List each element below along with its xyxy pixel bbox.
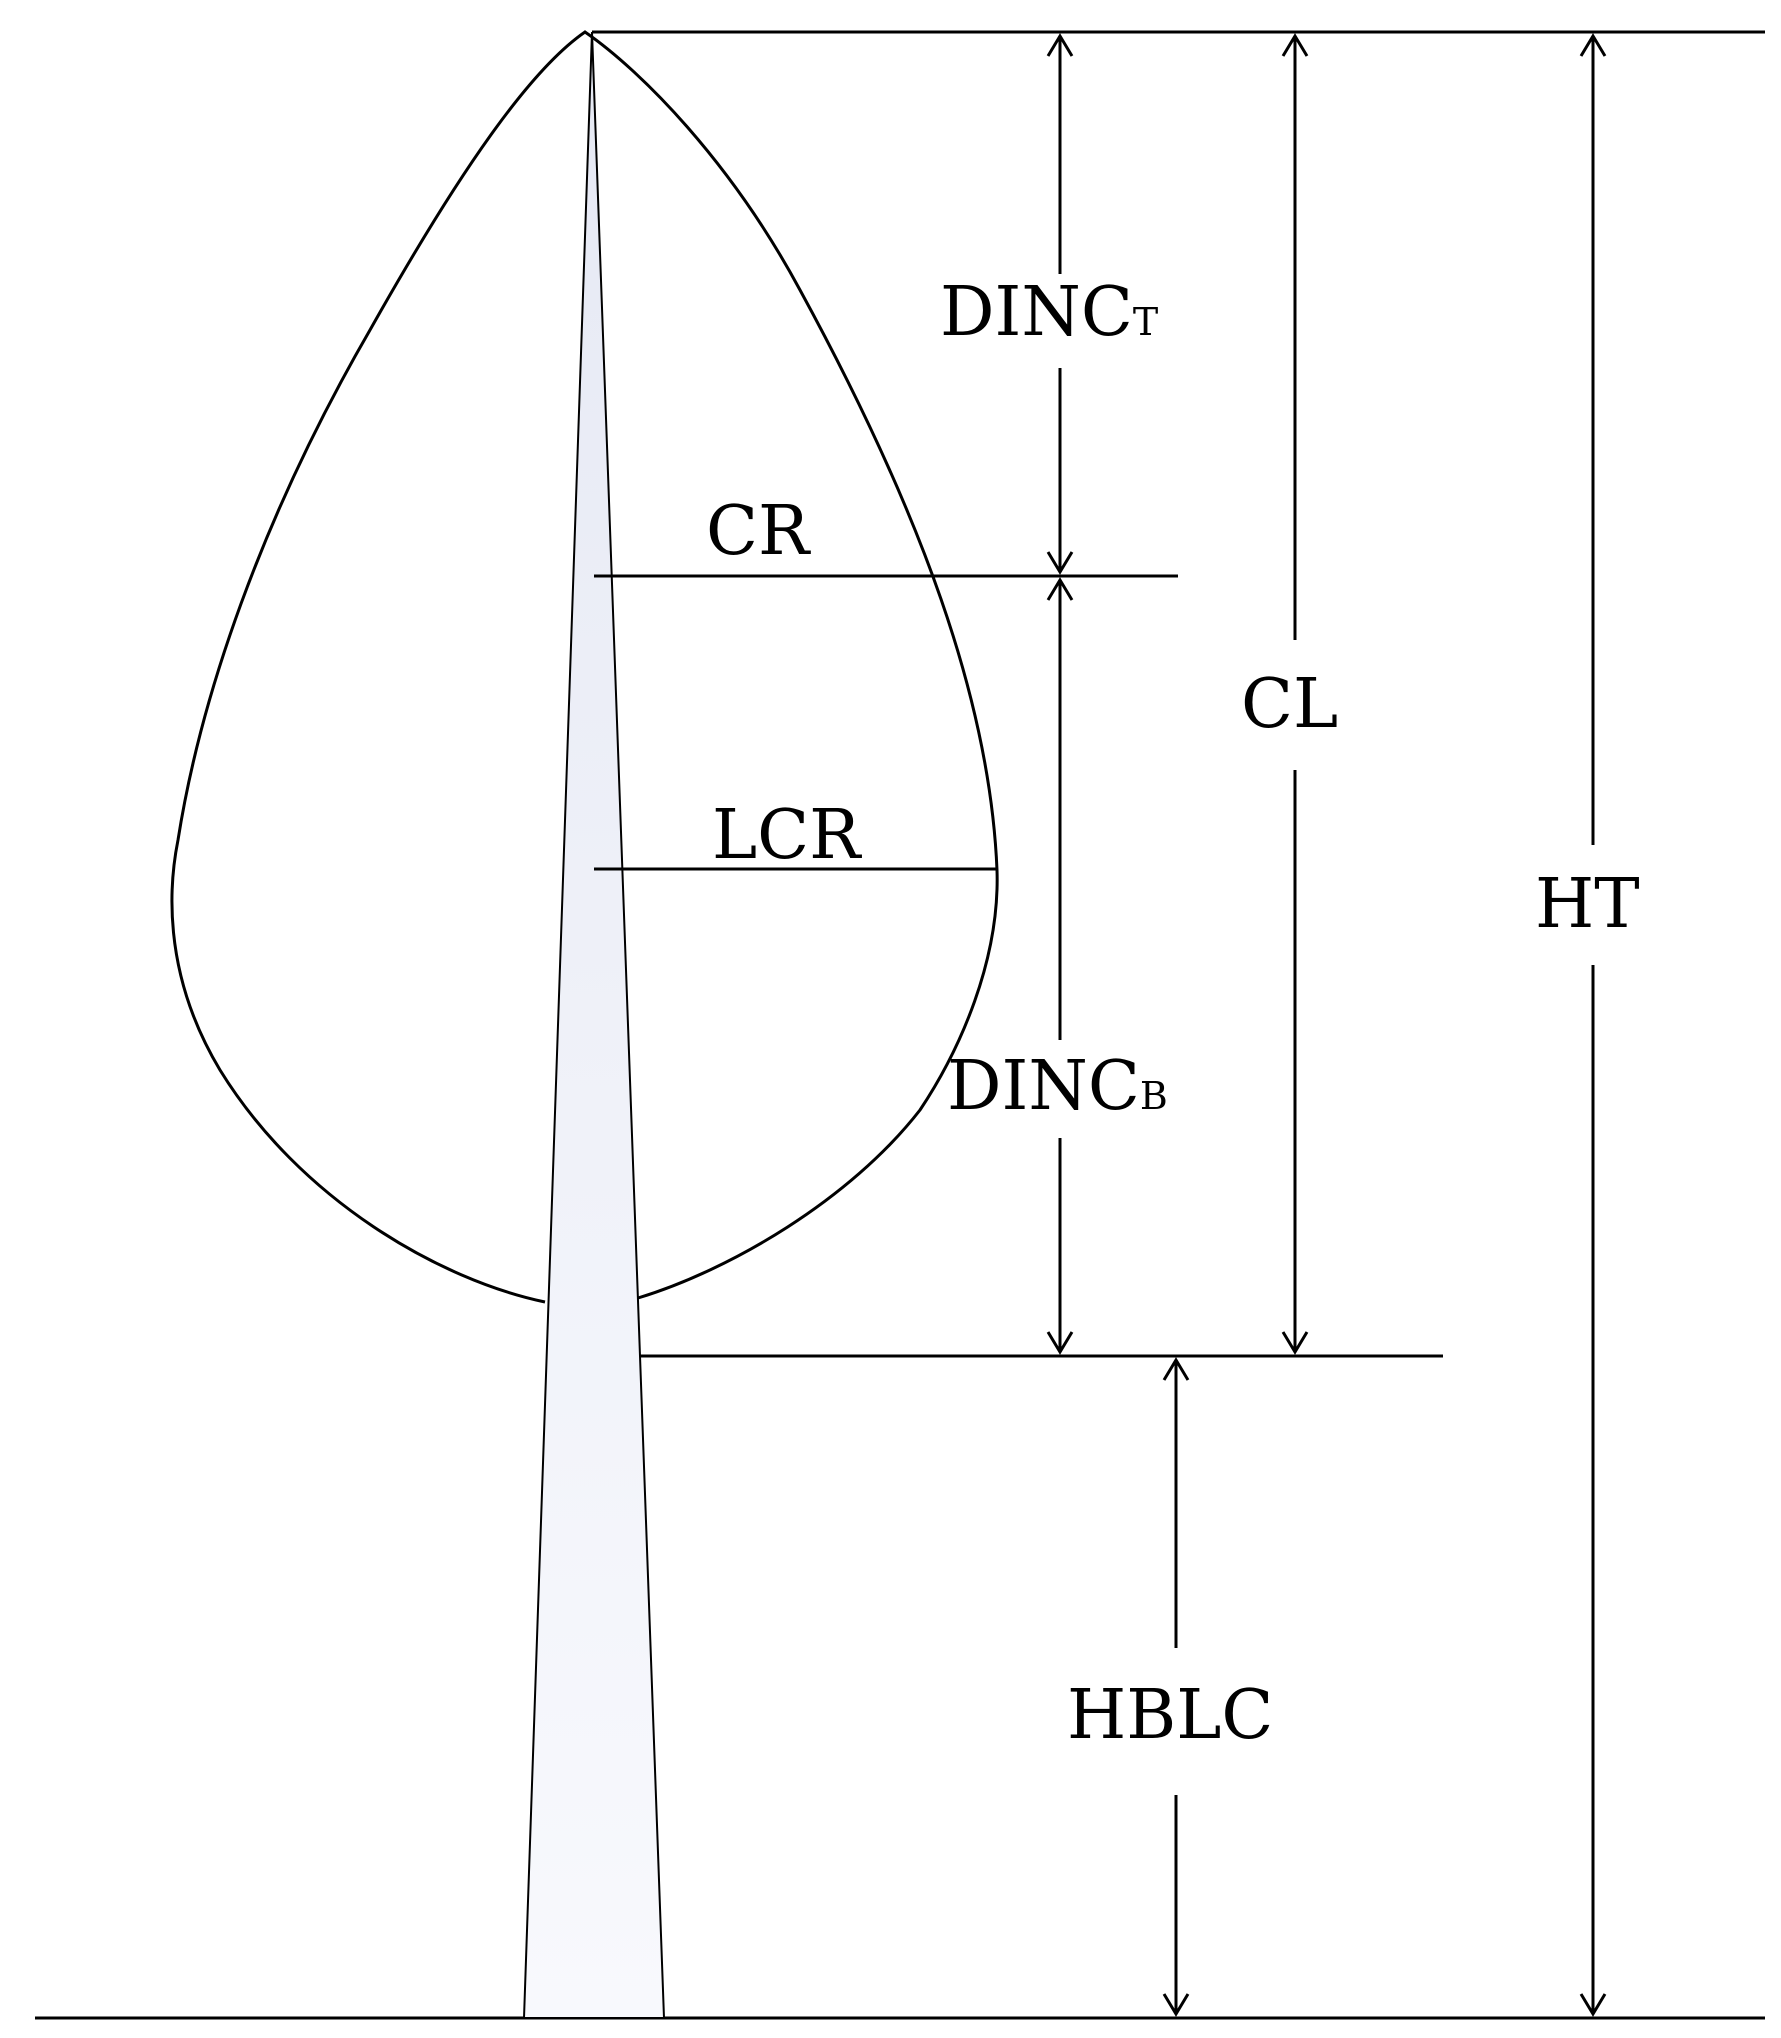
dinc-top-dimension: [1046, 33, 1074, 575]
tree-trunk: [522, 31, 666, 2019]
dinc-bottom-label: DINCB: [947, 1047, 1168, 1126]
cr-label: CR: [706, 492, 811, 571]
cl-label: CL: [1241, 665, 1338, 744]
dinc-bottom-dimension: [1046, 577, 1074, 1355]
hblc-label: HBLC: [1067, 1676, 1273, 1755]
crown-outline: [170, 30, 999, 1304]
dinc-top-label-main: DINC: [940, 273, 1133, 352]
ht-dimension: [1579, 33, 1607, 2017]
dinc-bottom-label-sub: B: [1140, 1074, 1168, 1118]
hblc-dimension: [1162, 1357, 1190, 2017]
ht-label: HT: [1535, 865, 1640, 944]
lcr-label: LCR: [712, 796, 862, 875]
cl-dimension: [1281, 33, 1309, 1355]
dinc-top-label-sub: T: [1133, 300, 1158, 344]
dinc-top-label: DINCT: [940, 273, 1158, 352]
dinc-bottom-label-main: DINC: [947, 1047, 1140, 1126]
